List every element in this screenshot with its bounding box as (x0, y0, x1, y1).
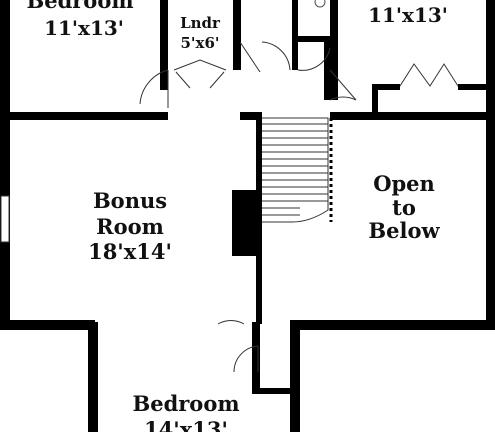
wall-bedroom-bonus-right (240, 112, 262, 120)
room-size-bedroom-bottom: 14'x13' (144, 417, 228, 432)
door-bottom-bedroom (233, 345, 259, 373)
wall-hall-closet-top (292, 36, 328, 42)
staircase (262, 117, 329, 223)
bottom-bedroom-left-wall (88, 322, 98, 432)
door-laundry-bifold (173, 59, 227, 71)
wall-bedroom-right-bottom (330, 112, 495, 120)
bottom-bedroom-right-wall (290, 322, 300, 432)
room-name-bedroom-bottom: Bedroom (132, 391, 239, 416)
room-labels: Bedroom 11'x13' Lndr 5'x6' 11'x13' Bonus… (26, 0, 447, 432)
room-size-laundry: 5'x6' (180, 34, 219, 52)
room-name-bonus-2: Room (96, 214, 164, 239)
open-to-below-line1: Open (373, 171, 435, 196)
wall-bedroom-bonus-left (0, 112, 168, 120)
left-exterior-wall (0, 0, 10, 330)
door-closet-top-right (399, 63, 459, 87)
room-name-laundry: Lndr (180, 14, 221, 32)
room-name-bonus-1: Bonus (93, 188, 167, 213)
door-laundry-leaves (175, 71, 225, 89)
room-size-bedroom-top-right: 11'x13' (368, 3, 448, 27)
doors (139, 41, 459, 373)
door-bedroom-top-right (329, 69, 357, 101)
open-to-below-line3: Below (368, 218, 440, 243)
left-window (0, 195, 10, 243)
room-name-bedroom-top-left: Bedroom (26, 0, 133, 13)
wall-bedroom-laundry (160, 0, 168, 90)
ceiling-fixture-icon (314, 0, 326, 8)
room-size-bedroom-top-left: 11'x13' (44, 16, 124, 40)
stair-left-wall (256, 118, 262, 324)
wall-closet-top-left (372, 84, 400, 90)
door-bedroom-top-left (139, 69, 169, 108)
door-hall-left (239, 41, 291, 73)
bottom-closet-left-wall (252, 322, 260, 394)
wall-laundry-right (233, 0, 241, 70)
door-bottom-hall (217, 320, 245, 325)
chimney-block (232, 190, 258, 256)
door-hall-closet (297, 47, 331, 71)
wall-hall-closet-right (324, 36, 330, 100)
right-exterior-wall (486, 0, 495, 330)
bottom-wall-left (0, 320, 95, 330)
wall-bedroom-right-left (330, 0, 338, 100)
bottom-wall-right (290, 320, 495, 330)
open-to-below-line2: to (392, 195, 416, 220)
bottom-closet-bottom-wall (252, 388, 292, 394)
wall-closet-top-right (458, 84, 488, 90)
wall-hall-closet (292, 0, 298, 70)
wall-closet-left (372, 84, 378, 120)
room-size-bonus: 18'x14' (88, 239, 172, 264)
